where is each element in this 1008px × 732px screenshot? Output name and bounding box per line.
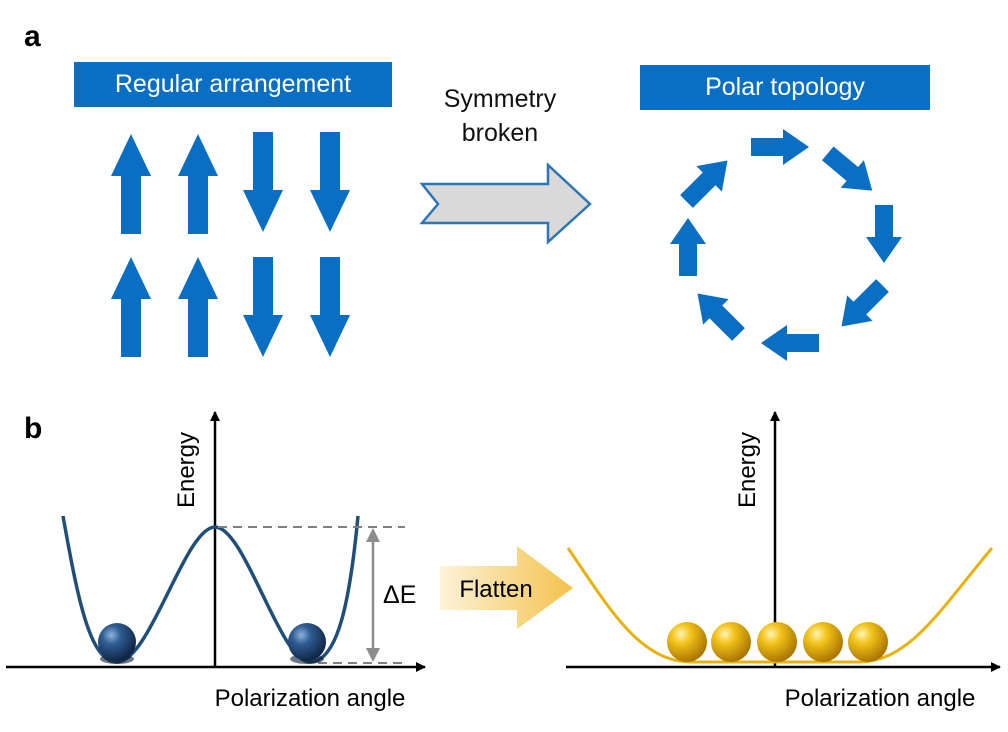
flat-potential-curve	[566, 547, 994, 664]
polar-topology-banner: Polar topology	[640, 65, 930, 110]
barrier-arrowhead-down-icon	[366, 648, 380, 662]
left-energy-axis-label: Energy	[173, 432, 200, 508]
ring-arrow-icon	[751, 129, 809, 165]
double-well-plot: Energy Polarization angle ΔE	[6, 411, 426, 712]
blue-ball-left	[98, 623, 136, 661]
flatten-arrow: Flatten	[440, 546, 573, 629]
right-energy-axis-label: Energy	[734, 432, 761, 508]
panel-a-letter: a	[24, 20, 41, 53]
gold-ball	[667, 622, 707, 662]
right-x-axis-label: Polarization angle	[785, 685, 976, 712]
ring-arrow-icon	[670, 218, 706, 276]
gold-ball	[711, 622, 751, 662]
symmetry-broken-line2: broken	[461, 119, 539, 147]
ring-arrow-icon	[684, 280, 752, 348]
ring-arrow-icon	[761, 325, 819, 361]
gold-ball-row	[667, 622, 888, 662]
symmetry-broken-line1: Symmetry	[443, 85, 557, 113]
symmetry-broken-caption: Symmetry broken	[410, 82, 590, 150]
flat-potential-plot: Energy Polarization angle	[566, 411, 1001, 712]
down-arrow-icon	[243, 132, 283, 232]
ring-arrow-icon	[673, 147, 741, 215]
flatten-label: Flatten	[459, 576, 532, 603]
ring-arrow-icon	[816, 139, 884, 205]
up-arrow-icon	[111, 134, 151, 234]
left-x-axis-label: Polarization angle	[215, 685, 406, 712]
up-arrow-icon	[178, 134, 218, 234]
transition-arrow-icon	[419, 162, 592, 245]
gold-ball	[757, 622, 797, 662]
ring-arrow-icon	[866, 205, 902, 263]
gold-ball	[848, 622, 888, 662]
blue-ball-right	[288, 623, 326, 661]
regular-arrangement-grid	[111, 132, 350, 357]
gold-ball	[803, 622, 843, 662]
polar-topology-ring	[670, 129, 902, 361]
barrier-label: ΔE	[383, 581, 416, 609]
down-arrow-icon	[243, 257, 283, 357]
panel-b-letter: b	[24, 412, 43, 445]
double-well-curve	[61, 515, 360, 664]
down-arrow-icon	[310, 132, 350, 232]
flatten-arrow-icon	[440, 546, 573, 629]
barrier-arrowhead-up-icon	[366, 528, 380, 542]
ring-arrow-icon	[828, 272, 896, 340]
up-arrow-icon	[111, 257, 151, 357]
regular-arrangement-banner: Regular arrangement	[74, 62, 392, 107]
up-arrow-icon	[178, 257, 218, 357]
down-arrow-icon	[310, 257, 350, 357]
